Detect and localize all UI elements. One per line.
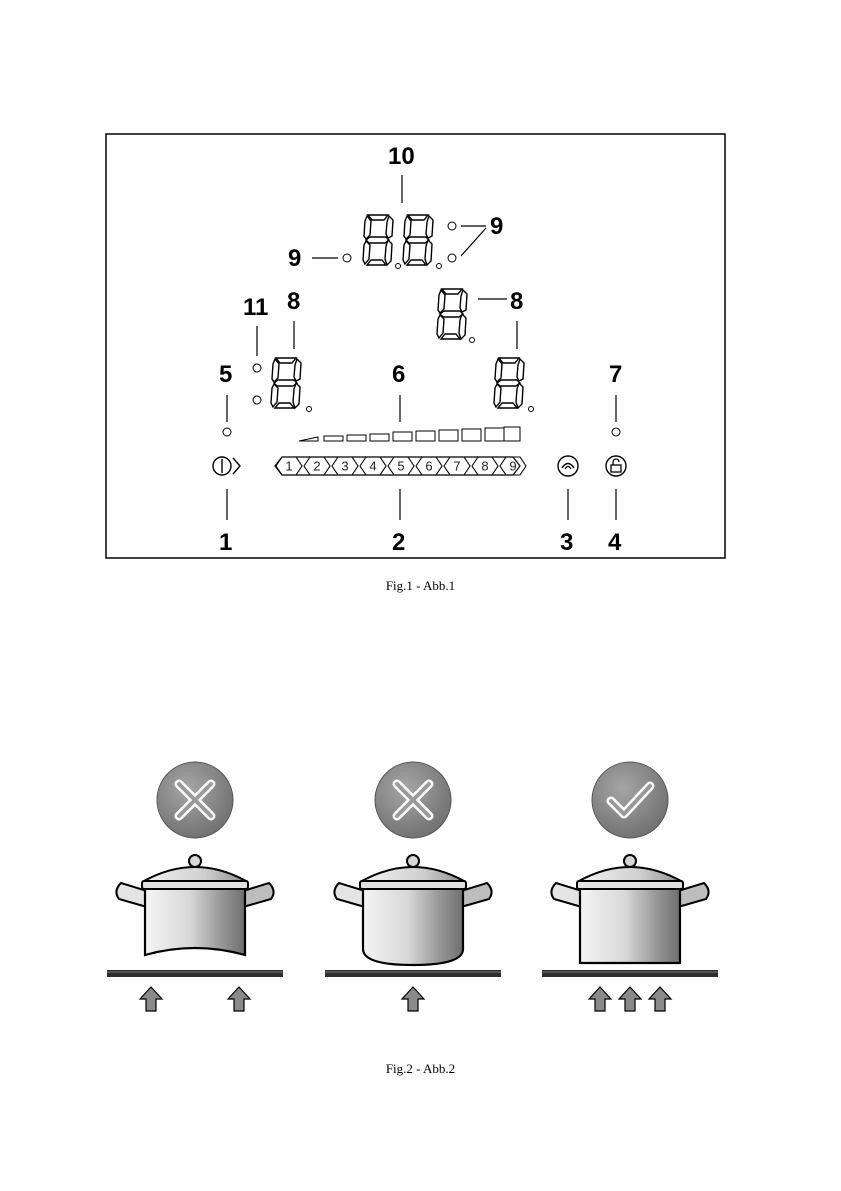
callout-8-right: 8	[510, 288, 523, 315]
cross-icon	[375, 762, 451, 838]
level-key-label: 3	[341, 459, 348, 474]
callout-6: 6	[392, 361, 405, 388]
pot-icon	[551, 855, 708, 963]
level-key-label: 7	[453, 459, 460, 474]
callout-11: 11	[243, 294, 268, 321]
control-panel-figure: 10 9 9 8 11 8	[106, 134, 725, 558]
callout-9-right: 9	[490, 213, 503, 240]
heat-arrow-icon	[228, 987, 250, 1011]
cookware-figure	[107, 762, 718, 1011]
level-key-label: 9	[509, 459, 516, 474]
callout-7: 7	[609, 361, 622, 388]
cookware-panel-wrong	[325, 762, 501, 1011]
level-key-label: 2	[313, 459, 320, 474]
check-icon	[592, 762, 668, 838]
level-key-label: 6	[425, 459, 432, 474]
level-key-label: 8	[481, 459, 488, 474]
hob-surface	[107, 970, 283, 977]
panel-frame	[106, 134, 725, 558]
callout-2: 2	[392, 529, 405, 556]
level-key-label: 1	[285, 459, 292, 474]
callout-5: 5	[219, 361, 232, 388]
callout-4: 4	[608, 529, 622, 556]
heat-arrow-icon	[649, 987, 671, 1011]
level-slider[interactable]: 1 2 3 4 5 6 7 8 9	[275, 457, 526, 475]
heat-arrow-icon	[619, 987, 641, 1011]
pot-icon	[116, 855, 273, 955]
callout-9-left: 9	[288, 245, 301, 272]
cookware-panel-correct	[542, 762, 718, 1011]
cross-icon	[157, 762, 233, 838]
heat-arrow-icon	[589, 987, 611, 1011]
cookware-panel-wrong	[107, 762, 283, 1011]
figure-2-caption: Fig.2 - Abb.2	[0, 1061, 841, 1077]
figure-1-caption: Fig.1 - Abb.1	[0, 578, 841, 594]
callout-8-left: 8	[287, 288, 300, 315]
level-key-label: 5	[397, 459, 404, 474]
callout-3: 3	[560, 529, 573, 556]
hob-surface	[542, 970, 718, 977]
heat-arrow-icon	[402, 987, 424, 1011]
callout-10: 10	[388, 143, 415, 170]
hob-surface	[325, 970, 501, 977]
heat-arrow-icon	[140, 987, 162, 1011]
callout-1: 1	[219, 529, 232, 556]
level-key-label: 4	[369, 459, 376, 474]
pot-icon	[334, 855, 491, 965]
